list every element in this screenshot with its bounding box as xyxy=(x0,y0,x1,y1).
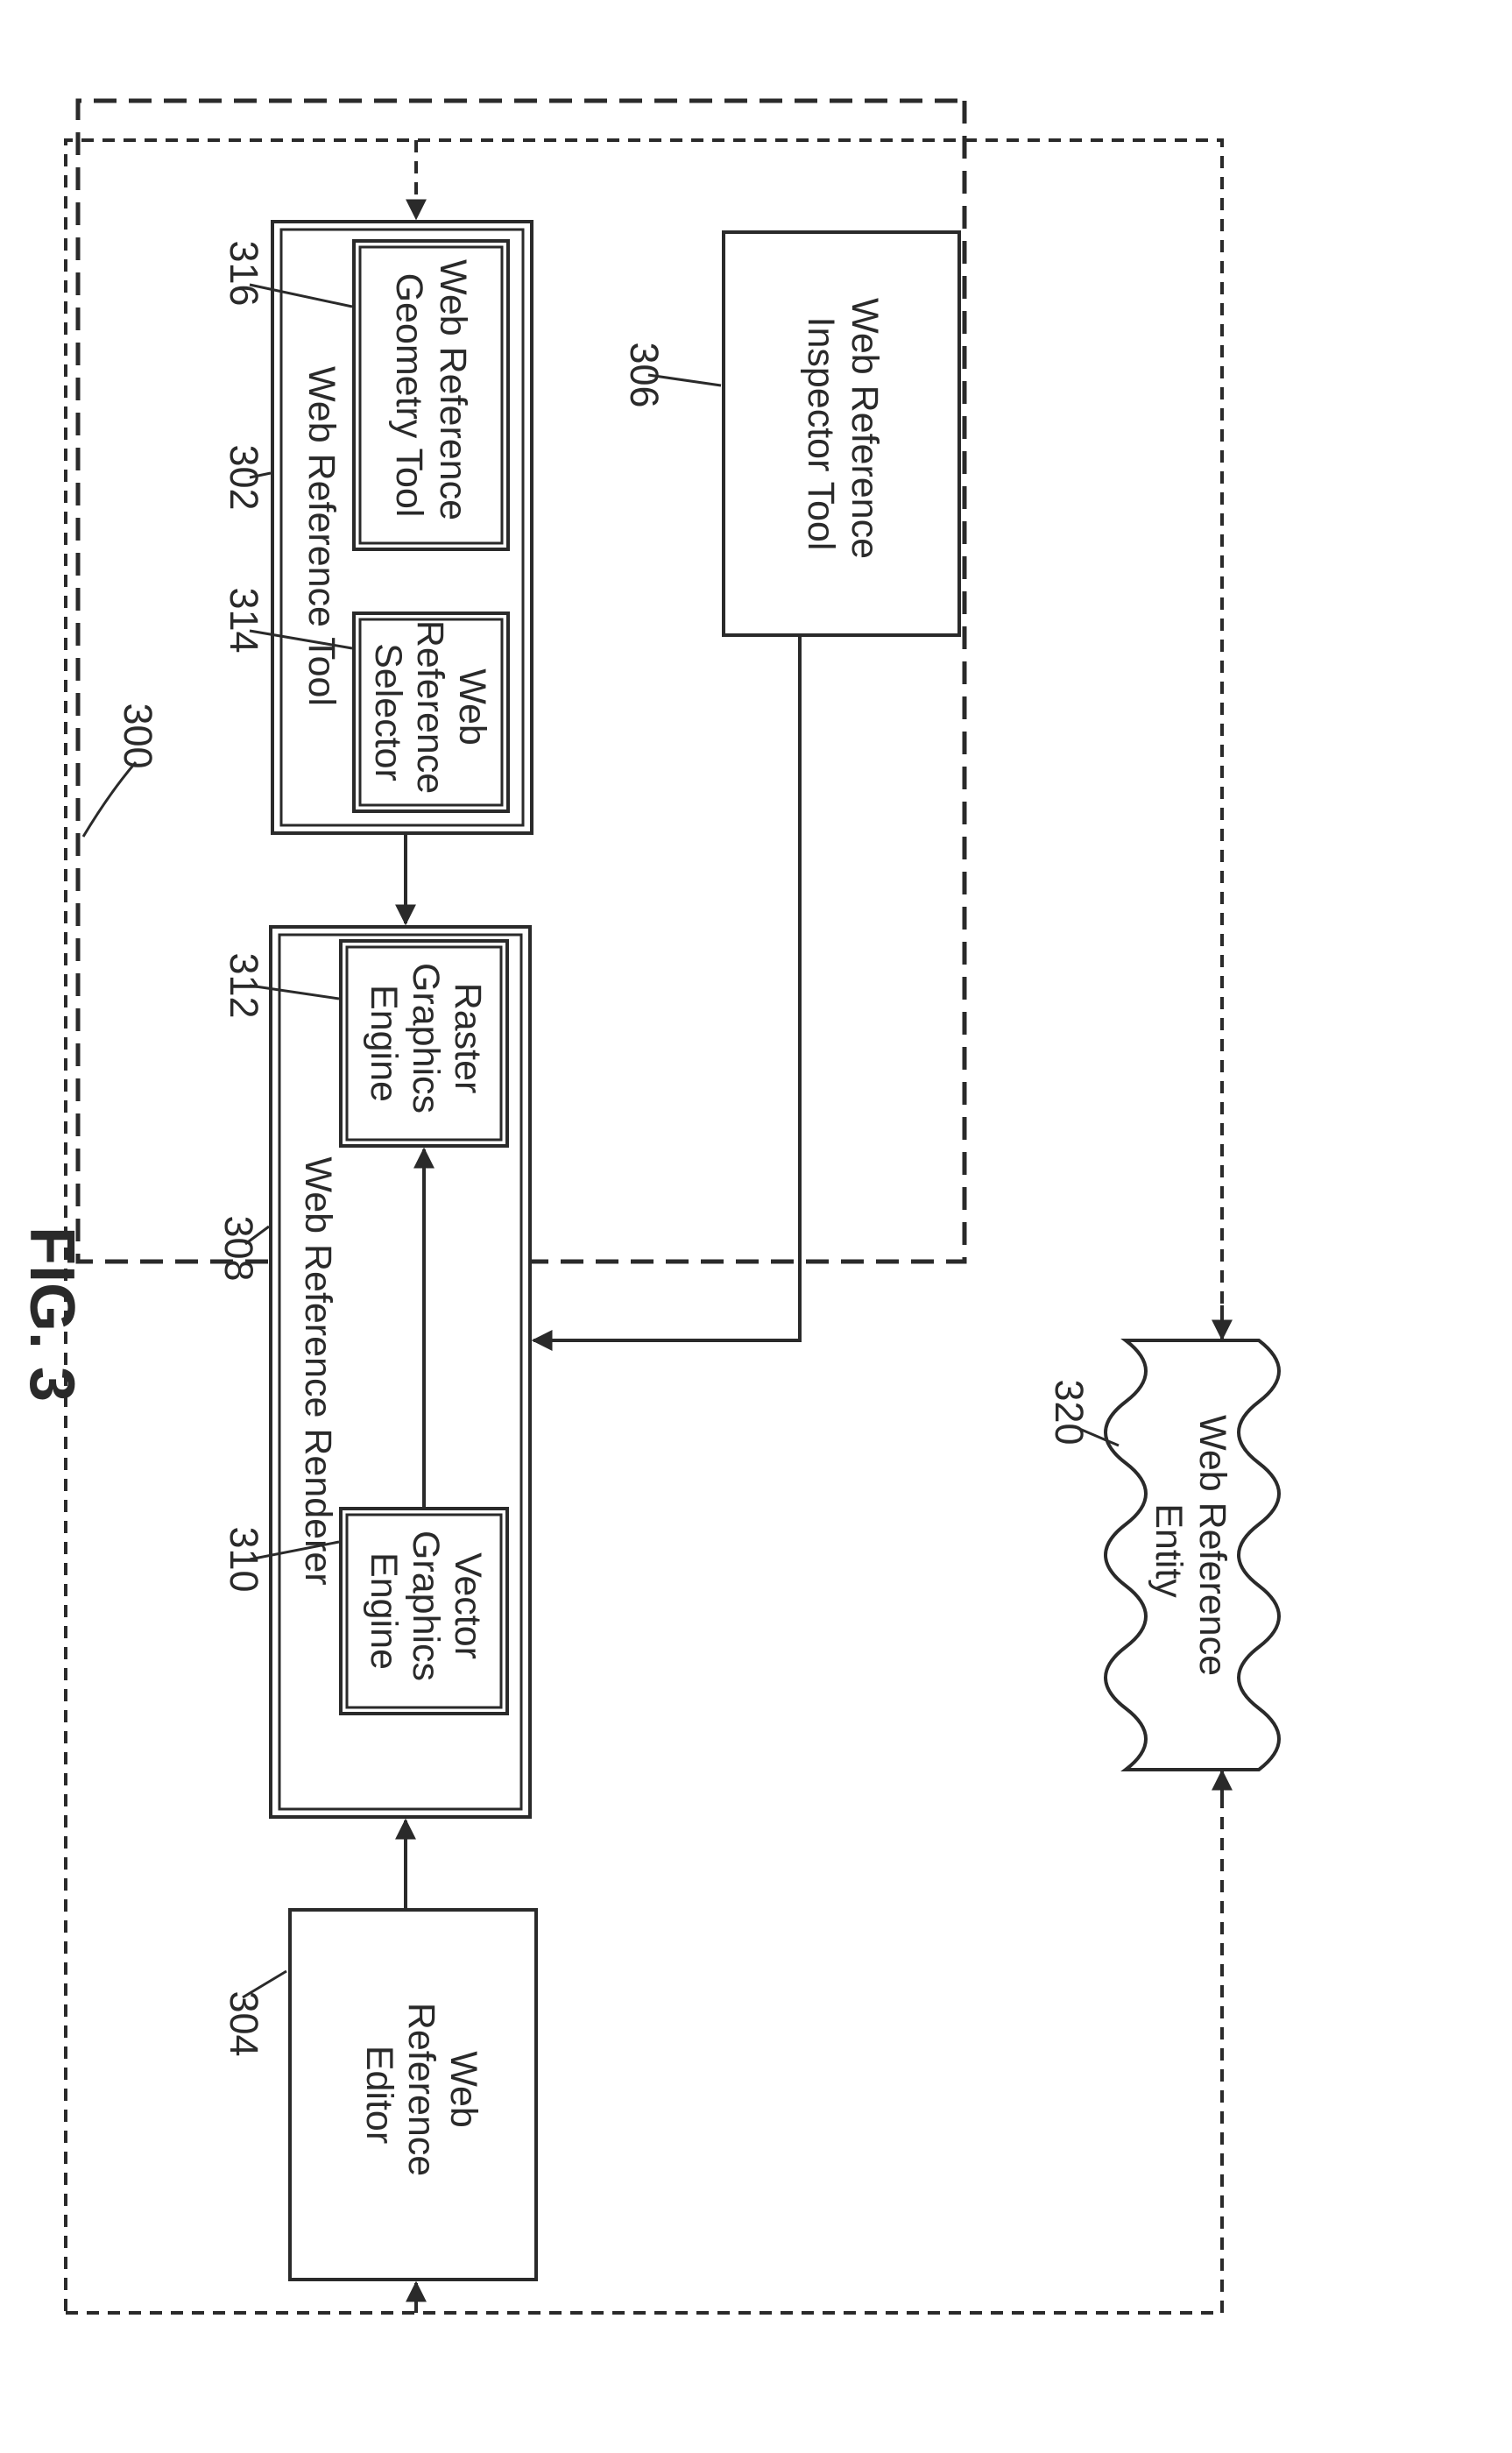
reference-tool-box-inner xyxy=(279,228,525,827)
leader-304 xyxy=(242,1969,287,1999)
vector-engine-line3: Engine xyxy=(363,1552,405,1670)
ref-314: 314 xyxy=(222,587,266,653)
entity-shape xyxy=(1104,1339,1281,1771)
vector-engine-inner xyxy=(345,1513,503,1709)
leader-314 xyxy=(249,629,353,650)
selector-label: Web Reference Selector xyxy=(367,620,493,804)
editor-label-line1: Web xyxy=(442,2051,484,2128)
raster-engine-line2: Graphics xyxy=(405,963,447,1113)
selector-line3: Selector xyxy=(367,643,409,781)
entity-line1: Web Reference xyxy=(1191,1415,1233,1676)
renderer-label: Web Reference Renderer xyxy=(297,1156,339,1585)
ref-316: 316 xyxy=(222,240,266,306)
inspector-tool-line1: Web Reference xyxy=(844,298,886,559)
selector-line1: Web xyxy=(451,668,493,746)
entity-line2: Entity xyxy=(1148,1503,1190,1598)
selector-box xyxy=(352,611,510,813)
raster-engine-inner xyxy=(345,945,503,1142)
selector-line2: Reference xyxy=(409,620,451,794)
raster-engine-line1: Raster xyxy=(447,983,489,1094)
leader-306 xyxy=(647,373,722,387)
geometry-tool-line1: Web Reference xyxy=(432,259,474,520)
ref-306: 306 xyxy=(622,342,667,407)
vector-engine-line1: Vector xyxy=(447,1552,489,1659)
leader-312 xyxy=(249,984,340,1000)
entity-label: Web Reference Entity xyxy=(1148,1415,1233,1686)
ref-310: 310 xyxy=(222,1526,266,1592)
selector-box-inner xyxy=(358,618,504,807)
leader-320 xyxy=(1077,1426,1120,1447)
editor-box xyxy=(288,1908,538,2281)
geometry-tool-label: Web Reference Geometry Tool xyxy=(388,259,474,531)
ref-304: 304 xyxy=(222,1990,266,2056)
leader-308 xyxy=(244,1225,270,1246)
diagram-body: Web Reference Editor Web Reference Rende… xyxy=(17,98,1281,2315)
ref-308: 308 xyxy=(216,1215,261,1281)
geometry-tool-line2: Geometry Tool xyxy=(388,273,430,518)
reference-tool-label: Web Reference Tool xyxy=(300,366,343,706)
raster-engine-line3: Engine xyxy=(363,985,405,1102)
inspector-tool-box xyxy=(722,230,961,637)
inspector-tool-label: Web Reference Inspector Tool xyxy=(800,298,886,569)
figure-caption: FIG. 3 xyxy=(17,1226,87,1402)
renderer-box-inner xyxy=(278,933,523,1811)
ref-320: 320 xyxy=(1047,1379,1092,1445)
system-boundary xyxy=(75,98,967,1264)
leader-300 xyxy=(81,761,138,838)
feedback-loop-line xyxy=(64,138,1224,2315)
raster-engine-label: Raster Graphics Engine xyxy=(363,963,489,1124)
editor-label-line2: Reference xyxy=(400,2003,442,2176)
ref-302: 302 xyxy=(222,444,266,510)
geometry-tool-inner xyxy=(358,245,504,545)
editor-label: Web Reference Editor xyxy=(358,2003,484,2187)
leader-316 xyxy=(249,283,353,308)
editor-label-line3: Editor xyxy=(358,2046,400,2144)
inspector-tool-line2: Inspector Tool xyxy=(800,317,842,551)
raster-engine-box xyxy=(339,939,509,1148)
ref-312: 312 xyxy=(222,952,266,1018)
vector-engine-line2: Graphics xyxy=(405,1530,447,1681)
ref-300: 300 xyxy=(116,703,160,768)
leader-310 xyxy=(249,1540,340,1561)
geometry-tool-box xyxy=(352,239,510,551)
vector-engine-label: Vector Graphics Engine xyxy=(363,1530,489,1692)
leader-302 xyxy=(249,471,272,479)
arrow-inspector-to-renderer xyxy=(531,635,802,1351)
